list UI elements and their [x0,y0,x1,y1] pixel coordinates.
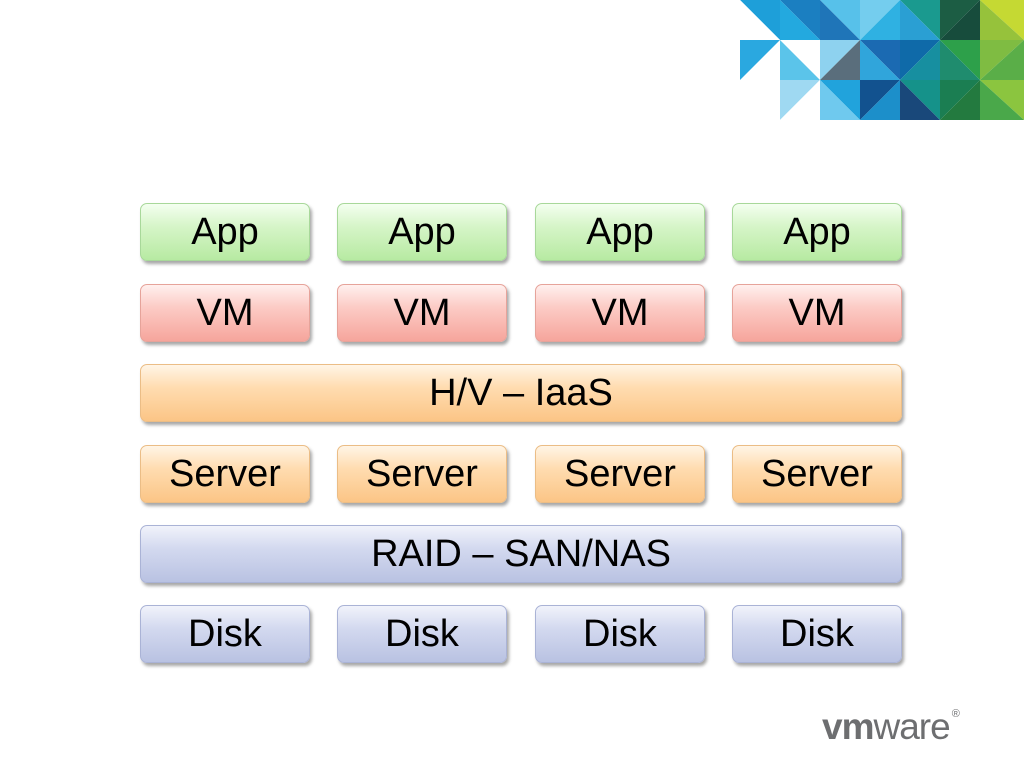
server-box: Server [140,445,310,503]
server-box: Server [732,445,902,503]
server-box: Server [337,445,507,503]
vm-box: VM [732,284,902,342]
decorative-triangle-pattern [740,0,1024,120]
vm-box: VM [140,284,310,342]
disk-box: Disk [140,605,310,663]
storage-bar: RAID – SAN/NAS [140,525,902,583]
hypervisor-bar: H/V – IaaS [140,364,902,422]
logo-ware-text: ware [873,706,950,747]
vm-box: VM [337,284,507,342]
server-box: Server [535,445,705,503]
registered-mark: ® [951,708,960,720]
disk-box: Disk [535,605,705,663]
logo-vm-text: vm [822,706,874,747]
disk-box: Disk [337,605,507,663]
disk-box: Disk [732,605,902,663]
vm-box: VM [535,284,705,342]
app-box: App [337,203,507,261]
app-box: App [140,203,310,261]
app-box: App [732,203,902,261]
app-box: App [535,203,705,261]
